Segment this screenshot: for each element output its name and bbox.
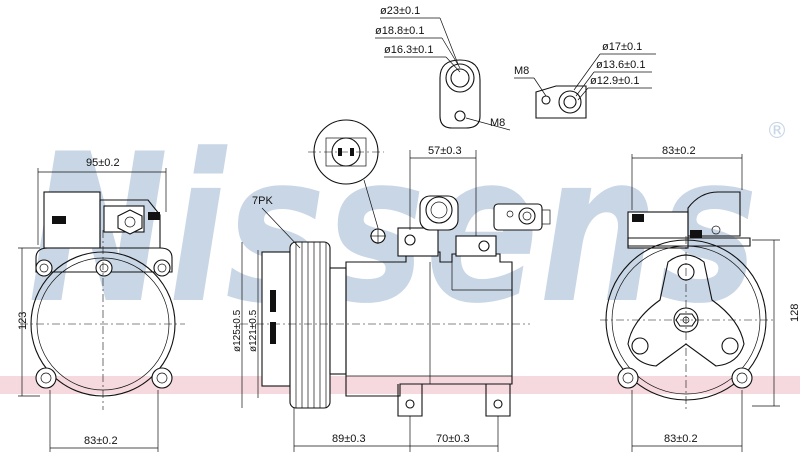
fitting-small-d3: ø12.9±0.1 xyxy=(590,75,639,87)
fitting-large-thread: M8 xyxy=(490,117,505,129)
dim-pulley-outer: ø125±0.5 xyxy=(232,309,243,352)
connector-detail xyxy=(308,119,384,229)
right-view: 83±0.2 83±0.2 128 xyxy=(600,145,800,452)
label-belt-type: 7PK xyxy=(252,195,273,207)
left-view: 95±0.2 83±0.2 123 xyxy=(17,157,185,452)
fitting-large-d2: ø18.8±0.1 xyxy=(375,25,424,37)
registered-mark: ® xyxy=(766,119,788,144)
fitting-small-detail: M8 ø17±0.1 ø13.6±0.1 ø12.9±0.1 xyxy=(514,41,656,119)
fitting-large-d1: ø23±0.1 xyxy=(380,5,420,17)
dim-left-top-width: 95±0.2 xyxy=(86,157,120,169)
fitting-small-thread: M8 xyxy=(514,65,529,77)
fitting-small-d1: ø17±0.1 xyxy=(602,41,642,53)
dim-left-bottom-width: 83±0.2 xyxy=(84,435,118,447)
fitting-small-d2: ø13.6±0.1 xyxy=(596,59,645,71)
dim-left-height: 123 xyxy=(17,312,29,330)
dim-right-bottom-width: 83±0.2 xyxy=(664,433,698,445)
dim-rear-length: 70±0.3 xyxy=(436,433,470,445)
dim-port-offset: 57±0.3 xyxy=(428,145,462,157)
dim-right-top-width: 83±0.2 xyxy=(662,145,696,157)
dim-body-length: 89±0.3 xyxy=(332,433,366,445)
dim-pulley-inner: ø121±0.5 xyxy=(248,309,259,352)
side-view: 7PK ø125±0.5 ø121±0.5 57±0.3 89±0.3 70±0… xyxy=(232,145,551,452)
dim-right-height: 128 xyxy=(789,304,800,322)
fitting-large-d3: ø16.3±0.1 xyxy=(384,44,433,56)
fitting-large-detail: ø23±0.1 ø18.8±0.1 ø16.3±0.1 M8 xyxy=(375,5,511,131)
